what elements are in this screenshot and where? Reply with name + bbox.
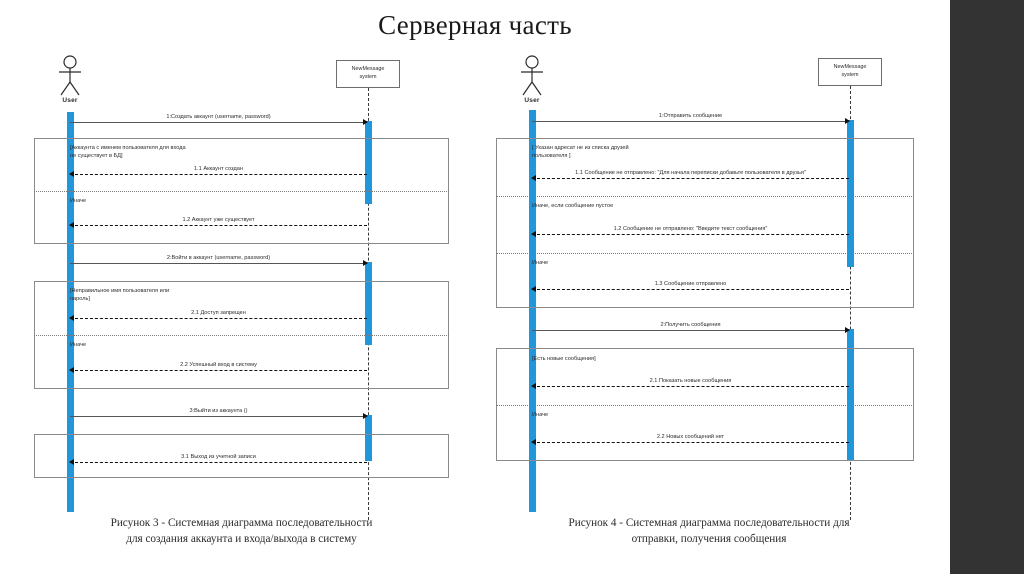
lifeline-user-activation-right: [528, 110, 536, 512]
lifeline-system-right: [850, 86, 851, 520]
actor-label-user: User: [524, 97, 540, 104]
sequence-diagram-messaging: User NewMessage system 1:Отправить сообщ…: [478, 50, 940, 520]
participant-label: NewMessage system: [833, 64, 867, 78]
message-label: 1.1 Аккаунт создан: [194, 166, 243, 172]
caption-line: Рисунок 3 - Системная диаграмма последов…: [110, 517, 373, 529]
guard-2-2: Иначе: [70, 342, 87, 348]
lifeline-user-activation-left: [66, 112, 74, 512]
message-label: 3.1 Выход из учетной записи: [181, 454, 256, 460]
guard-2-2: Иначе: [532, 412, 549, 418]
figure-caption-4: Рисунок 4 - Системная диаграмма последов…: [478, 516, 940, 547]
fragment-1-divider-a: [496, 196, 914, 197]
message-label: 1.3 Сообщение отправлено: [654, 281, 727, 287]
participant-box-newmessage-system: NewMessage system: [818, 58, 882, 86]
caption-line: Рисунок 4 - Системная диаграмма последов…: [568, 517, 850, 529]
message-label: 1.2 Сообщение не отправлено: "Введите те…: [613, 226, 768, 232]
guard-1-2: Иначе: [70, 198, 87, 204]
participant-label: NewMessage system: [351, 66, 385, 80]
message-label: 2:Войти в аккаунт (username, password): [166, 255, 271, 261]
actor-user-right: User: [514, 54, 550, 104]
guard-2-1: [Неправильное имя пользователя или парол…: [70, 288, 170, 303]
activation-2: [847, 329, 854, 461]
combined-fragment-2: [496, 348, 914, 461]
guard-1-1: [Аккаунта с именем пользователя для вход…: [70, 145, 186, 160]
participant-box-newmessage-system: NewMessage system: [336, 60, 400, 88]
activation-1: [365, 121, 372, 204]
slide-canvas: Серверная часть User NewMessage system: [14, 10, 940, 547]
figure-caption-3: Рисунок 3 - Системная диаграмма последов…: [14, 516, 469, 547]
slide-sidebar: [950, 0, 1024, 574]
actor-stick-figure-icon: [521, 55, 543, 96]
page-title: Серверная часть: [378, 10, 572, 40]
fragment-2-divider: [496, 405, 914, 406]
guard-1-2: Иначе, если сообщение пустое: [532, 203, 614, 209]
message-label: 1.2 Аккаунт уже существует: [182, 217, 255, 223]
caption-line: для создания аккаунта и входа/выхода в с…: [126, 532, 357, 545]
message-label: 1:Отправить сообщение: [658, 113, 723, 119]
message-label: 2:Получить сообщения: [660, 322, 721, 328]
message-label: 2.1 Доступ запрещен: [191, 310, 246, 316]
fragment-1-divider: [34, 191, 449, 192]
actor-user-left: User: [52, 54, 88, 104]
activation-2: [365, 262, 372, 345]
message-label: 2.1 Показать новые сообщения: [649, 378, 732, 384]
actor-label-user: User: [62, 97, 78, 104]
message-label: 1:Создать аккаунт (username, password): [166, 114, 271, 120]
caption-line: отправки, получения сообщения: [631, 532, 787, 545]
combined-fragment-1: [496, 138, 914, 308]
fragment-2-divider: [34, 335, 449, 336]
guard-1-1: [ Указан адресат не из списка друзей пол…: [532, 145, 629, 160]
sequence-diagram-account: User NewMessage system 1:Создать аккаунт…: [14, 50, 469, 520]
guard-1-3: Иначе: [532, 260, 549, 266]
activation-1: [847, 120, 854, 267]
actor-stick-figure-icon: [59, 55, 81, 96]
message-label: 2.2 Успешный вход в систему: [180, 362, 257, 368]
message-label: 3:Выйти из аккаунта (): [189, 408, 248, 414]
message-label: 2.2 Новых сообщений нет: [656, 434, 725, 440]
guard-2-1: [Есть новые сообщения]: [532, 356, 596, 362]
combined-fragment-3: [34, 434, 449, 478]
activation-3: [365, 415, 372, 461]
fragment-1-divider-b: [496, 253, 914, 254]
message-label: 1.1 Сообщение не отправлено: "Для начала…: [575, 170, 806, 176]
